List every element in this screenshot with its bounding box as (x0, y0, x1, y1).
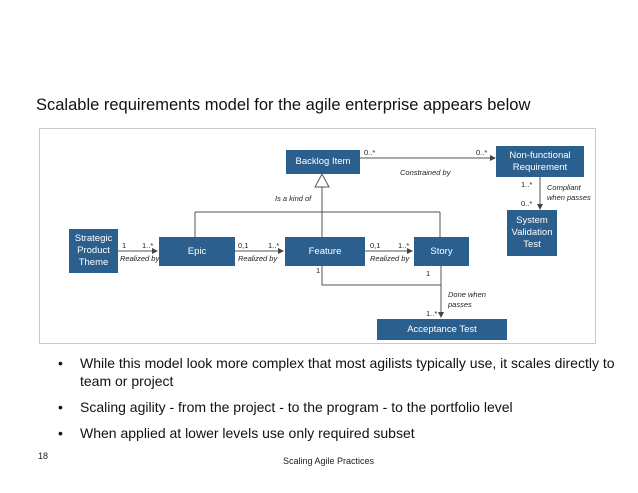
backlog-item-box: Backlog Item (286, 150, 360, 174)
label-theme-epic-mult-b: 1..* (142, 241, 154, 250)
bullet-text: When applied at lower levels use only re… (80, 425, 415, 441)
story-box: Story (414, 237, 469, 266)
requirements-model-diagram: Backlog Item Non-functional Requirement … (39, 128, 596, 344)
label-kind-of: Is a kind of (275, 194, 312, 203)
epic-box: Epic (159, 237, 235, 266)
acceptance-test-box: Acceptance Test (377, 319, 507, 340)
label-epic-feature-mult-a: 0,1 (238, 241, 249, 250)
bullet-text: While this model look more complex that … (80, 355, 615, 389)
bullet-item: • Scaling agility - from the project - to… (58, 398, 618, 416)
system-validation-test-box: System Validation Test (507, 210, 557, 256)
bullet-item: • When applied at lower levels use only r… (58, 424, 618, 442)
label-epic-feature-mult-b: 1..* (268, 241, 280, 250)
bullet-dot: • (58, 399, 63, 415)
label-feature-story-rel: Realized by (370, 254, 410, 263)
label-theme-epic-mult-a: 1 (122, 241, 127, 250)
label-backlog-nfr-mult-a: 0..* (364, 148, 376, 157)
label-nfr-svt-mult-a: 1..* (521, 180, 533, 189)
feature-box: Feature (285, 237, 365, 266)
label-story-mult: 1 (426, 269, 431, 278)
label-nfr-svt-mult-b: 0..* (521, 199, 533, 208)
label-feature-story-mult-a: 0,1 (370, 241, 381, 250)
label-theme-epic-rel: Realized by (120, 254, 160, 263)
label-nfr-svt-rel: Compliant when passes (547, 183, 591, 202)
label-backlog-nfr-rel: Constrained by (400, 168, 451, 177)
label-feature-mult: 1 (316, 266, 321, 275)
strategic-product-theme-box: Strategic Product Theme (69, 229, 118, 273)
bullet-item: • While this model look more complex that… (58, 354, 618, 390)
label-backlog-nfr-mult-b: 0..* (476, 148, 488, 157)
label-epic-feature-rel: Realized by (238, 254, 278, 263)
label-feature-story-mult-b: 1..* (398, 241, 410, 250)
page-number: 18 (38, 451, 49, 461)
diagram-connectors (118, 155, 543, 318)
bullet-dot: • (58, 355, 63, 371)
bullet-text: Scaling agility - from the project - to … (80, 399, 513, 415)
label-done-when: Done when passes (448, 290, 486, 309)
bullet-dot: • (58, 425, 63, 441)
generalization-triangle (314, 172, 330, 188)
feature-acceptance-connector (321, 266, 441, 286)
label-acceptance-mult: 1..* (426, 309, 438, 318)
nonfunctional-requirement-box: Non-functional Requirement (496, 146, 584, 177)
footer-text: Scaling Agile Practices (283, 456, 375, 466)
slide-title: Scalable requirements model for the agil… (36, 96, 531, 114)
bullet-list: • While this model look more complex that… (58, 354, 618, 450)
